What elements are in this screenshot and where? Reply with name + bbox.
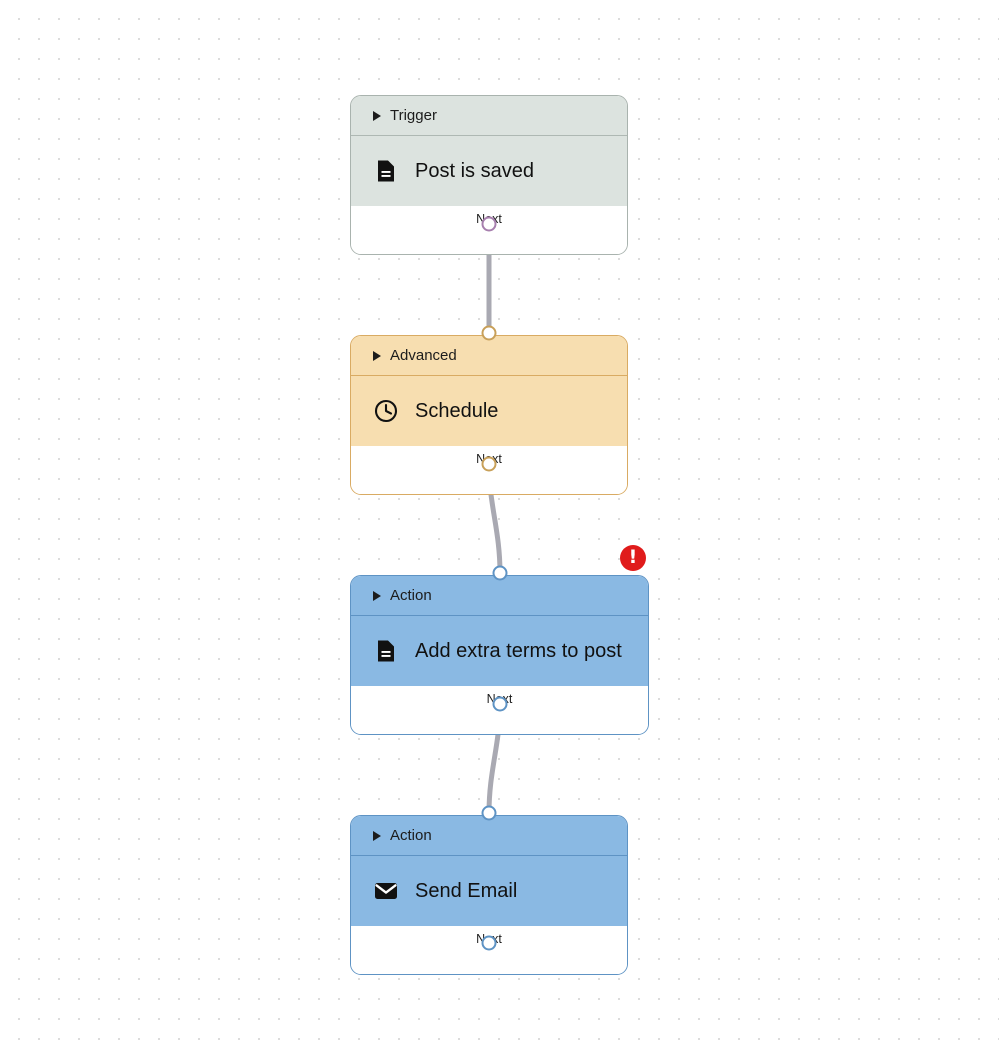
document-icon xyxy=(373,638,399,664)
node-body-action[interactable]: Send Email xyxy=(351,856,627,926)
port-advanced-out[interactable] xyxy=(481,456,497,472)
node-action-label: Post is saved xyxy=(415,159,534,182)
exclamation-icon: ! xyxy=(628,546,638,568)
chevron-right-icon[interactable] xyxy=(373,590,381,601)
envelope-icon xyxy=(373,878,399,904)
port-action-add-terms-in[interactable] xyxy=(492,565,508,581)
node-header-label: Action xyxy=(390,827,432,844)
node-header-label: Advanced xyxy=(390,347,457,364)
node-body-trigger[interactable]: Post is saved xyxy=(351,136,627,206)
node-header-label: Trigger xyxy=(390,107,437,124)
node-body-action[interactable]: Add extra terms to post xyxy=(351,616,648,686)
workflow-node-action-send-email[interactable]: Action Send Email Next xyxy=(350,815,628,975)
node-action-label: Send Email xyxy=(415,879,518,902)
node-header-action[interactable]: Action xyxy=(351,576,648,616)
node-header-trigger[interactable]: Trigger xyxy=(351,96,627,136)
port-action-add-terms-out[interactable] xyxy=(492,696,508,712)
node-action-label: Add extra terms to post xyxy=(415,639,622,662)
port-advanced-in[interactable] xyxy=(481,325,497,341)
port-trigger-out[interactable] xyxy=(481,216,497,232)
node-body-advanced[interactable]: Schedule xyxy=(351,376,627,446)
node-header-label: Action xyxy=(390,587,432,604)
chevron-right-icon[interactable] xyxy=(373,350,381,361)
port-action-send-email-out[interactable] xyxy=(481,935,497,951)
document-icon xyxy=(373,158,399,184)
clock-icon xyxy=(373,398,399,424)
node-action-label: Schedule xyxy=(415,399,499,422)
chevron-right-icon[interactable] xyxy=(373,110,381,121)
error-badge[interactable]: ! xyxy=(620,545,646,571)
node-header-advanced[interactable]: Advanced xyxy=(351,336,627,376)
chevron-right-icon[interactable] xyxy=(373,830,381,841)
node-header-action[interactable]: Action xyxy=(351,816,627,856)
port-action-send-email-in[interactable] xyxy=(481,805,497,821)
